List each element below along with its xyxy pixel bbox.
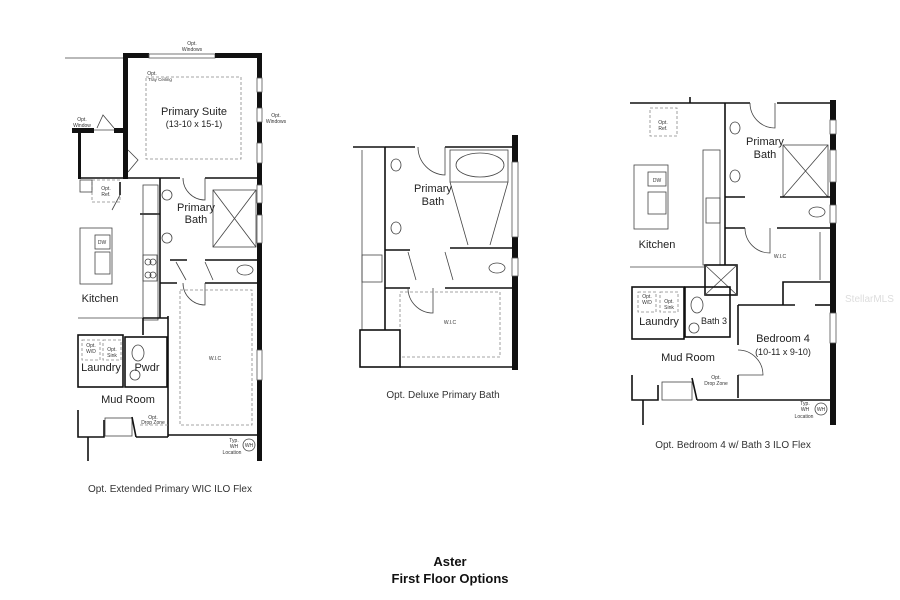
note: Windows: [182, 47, 203, 53]
sheet-title: Aster: [433, 554, 466, 569]
kitchen-island: [633, 164, 669, 230]
note: Opt.: [77, 117, 86, 123]
room-dims-primary-suite: (13-10 x 15-1): [166, 119, 223, 129]
water-heater-symbol: WH: [245, 443, 254, 449]
note: Opt.: [107, 347, 116, 353]
freestanding-tub: [449, 149, 509, 183]
room-label-bedroom-4: Bedroom 4: [756, 333, 810, 345]
wic-shelving: [179, 289, 253, 426]
note: Opt.: [711, 375, 720, 381]
room-label-mud-room: Mud Room: [661, 352, 715, 364]
room-label-bath-3: Bath 3: [701, 316, 727, 326]
note: Opt.: [101, 186, 110, 192]
note: Opt.: [658, 120, 667, 126]
tray-ceiling-outline: [145, 76, 242, 160]
note: DW: [653, 178, 662, 184]
note: Opt.: [642, 294, 651, 300]
note: W/D: [642, 300, 652, 306]
note: Sink: [664, 305, 674, 311]
room-label-pwdr: Pwdr: [134, 362, 159, 374]
room-label-primary-suite: Primary Suite: [161, 106, 227, 118]
note: Drop Zone: [141, 420, 165, 426]
note: Typ.: [229, 438, 238, 444]
note: Sink: [107, 353, 117, 359]
window-top: [148, 53, 216, 59]
note: Typ.: [800, 401, 809, 407]
plan-caption: Opt. Deluxe Primary Bath: [386, 390, 499, 401]
water-heater-symbol: WH: [817, 407, 826, 413]
note: Ref.: [101, 192, 110, 198]
kitchen-island: [79, 227, 113, 285]
note: W/D: [86, 349, 96, 355]
sheet-subtitle: First Floor Options: [392, 571, 509, 586]
note: Window: [73, 123, 91, 129]
room-label-laundry: Laundry: [639, 316, 679, 328]
room-label-primary-bath-2: Bath: [422, 196, 445, 208]
note: WH: [801, 407, 810, 413]
note: Opt.: [664, 299, 673, 305]
room-label-wic: W.I.C: [774, 254, 787, 260]
note: Drop Zone: [704, 381, 728, 387]
room-label-mud-room: Mud Room: [101, 394, 155, 406]
room-label-wic: W.I.C: [444, 320, 457, 326]
room-label-kitchen: Kitchen: [82, 293, 119, 305]
note: Opt.: [187, 41, 196, 47]
room-label-laundry: Laundry: [81, 362, 121, 374]
plan-extended-primary-wic: Primary Suite (13-10 x 15-1) Primary Bat…: [65, 41, 287, 495]
note: Opt.: [147, 71, 156, 77]
room-label-primary-bath-2: Bath: [185, 214, 208, 226]
room-label-kitchen: Kitchen: [639, 239, 676, 251]
note: DW: [98, 240, 107, 246]
note: WH: [230, 444, 239, 450]
note: Location: [795, 414, 814, 420]
note: Windows: [266, 119, 287, 125]
room-dims-bedroom-4: (10-11 x 9-10): [755, 347, 811, 357]
plan-caption: Opt. Bedroom 4 w/ Bath 3 ILO Flex: [655, 440, 811, 451]
room-label-primary-bath-2: Bath: [754, 149, 777, 161]
note: Location: [223, 450, 242, 456]
room-label-primary-bath: Primary: [746, 136, 784, 148]
note: Opt.: [148, 415, 157, 421]
note: Ref.: [658, 126, 667, 132]
room-label-primary-bath: Primary: [414, 183, 452, 195]
room-label-primary-bath: Primary: [177, 202, 215, 214]
shower: [212, 189, 257, 248]
note: Tray Ceiling: [148, 77, 172, 82]
note: Opt.: [86, 343, 95, 349]
note: Opt.: [271, 113, 280, 119]
plan-deluxe-primary-bath: Primary Bath W.I.C Opt. Deluxe Primary B…: [353, 135, 519, 401]
room-label-wic: W.I.C: [209, 356, 222, 362]
plan-bedroom-4-bath-3: Primary Bath Kitchen Laundry Bath 3 Mud …: [630, 97, 837, 451]
watermark: StellarMLS: [845, 294, 894, 305]
plan-caption: Opt. Extended Primary WIC ILO Flex: [88, 484, 252, 495]
